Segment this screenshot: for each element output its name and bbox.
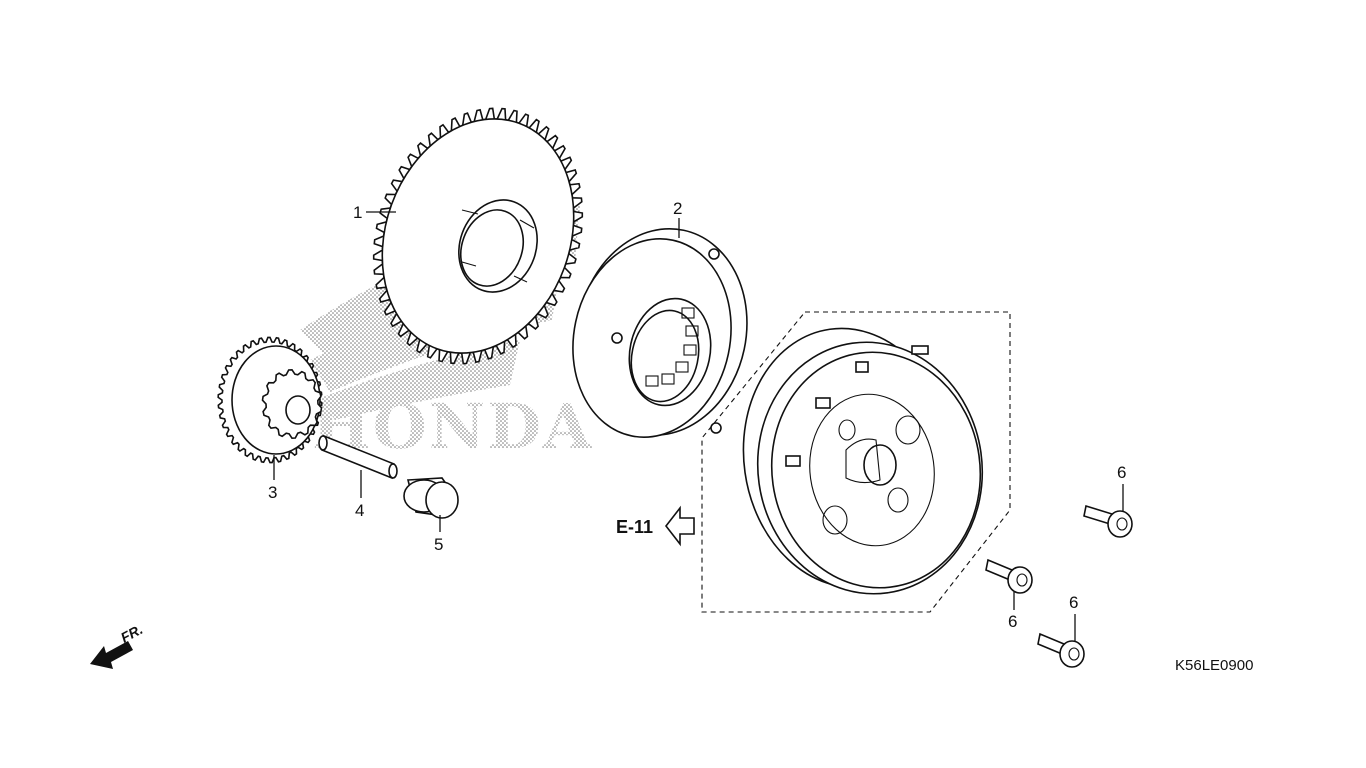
svg-text:4: 4 bbox=[355, 501, 364, 520]
svg-text:E-11: E-11 bbox=[616, 517, 653, 537]
svg-text:6: 6 bbox=[1008, 612, 1017, 631]
flange-bolt-3 bbox=[1037, 632, 1085, 668]
starter-idle-gear bbox=[217, 336, 323, 464]
starter-driven-gear bbox=[372, 107, 584, 365]
callout-5: 5 bbox=[434, 515, 443, 554]
collar bbox=[403, 477, 459, 519]
svg-text:3: 3 bbox=[268, 483, 277, 502]
svg-text:6: 6 bbox=[1069, 593, 1078, 612]
diagram-code: K56LE0900 bbox=[1175, 657, 1253, 674]
callout-6a: 6 bbox=[1117, 463, 1126, 512]
flange-bolt-1 bbox=[1083, 504, 1133, 538]
callout-4: 4 bbox=[355, 470, 364, 520]
flange-bolt-2 bbox=[985, 558, 1033, 594]
svg-text:2: 2 bbox=[673, 199, 682, 218]
svg-text:1: 1 bbox=[353, 203, 362, 222]
flywheel-assembly bbox=[701, 311, 1011, 613]
front-arrow-icon bbox=[90, 641, 133, 669]
callout-6c: 6 bbox=[1069, 593, 1078, 642]
hollow-arrow-icon bbox=[664, 505, 695, 547]
svg-text:6: 6 bbox=[1117, 463, 1126, 482]
callout-1: 1 bbox=[353, 203, 396, 222]
front-direction: FR. bbox=[90, 621, 145, 669]
reference-e11: E-11 bbox=[616, 505, 695, 547]
callout-3: 3 bbox=[268, 455, 277, 502]
callout-2: 2 bbox=[673, 199, 682, 238]
callout-6b: 6 bbox=[1008, 592, 1017, 631]
svg-text:5: 5 bbox=[434, 535, 443, 554]
idle-gear-shaft bbox=[318, 434, 398, 480]
svg-text:FR.: FR. bbox=[118, 621, 145, 646]
one-way-clutch bbox=[572, 227, 748, 438]
